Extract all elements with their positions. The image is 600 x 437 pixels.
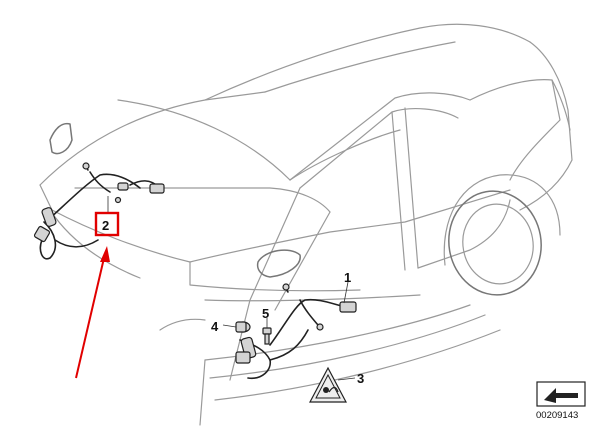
car-outline: [39, 23, 573, 426]
screw-part-5: [262, 327, 272, 345]
harness-part-1: [235, 283, 357, 380]
label-part-3: 3: [357, 371, 364, 386]
arrow-icon: [544, 388, 578, 403]
leader-lines: [107, 196, 356, 381]
label-part-4: 4: [211, 319, 219, 334]
red-arrow-icon: [75, 246, 110, 379]
part-2-highlight-box: [94, 211, 120, 237]
label-part-1: 1: [344, 270, 351, 285]
harness-part-2: [33, 162, 165, 260]
label-part-2: 2: [102, 218, 109, 233]
label-part-5: 5: [262, 306, 269, 321]
airbag-warning-label-part-3: [309, 366, 347, 403]
diagram-code: 00209143: [536, 410, 578, 421]
grommet-part-4: [235, 321, 251, 333]
diagram-code-badge: 00209143: [536, 381, 586, 421]
warning-triangle-airbag-icon: [323, 387, 329, 393]
